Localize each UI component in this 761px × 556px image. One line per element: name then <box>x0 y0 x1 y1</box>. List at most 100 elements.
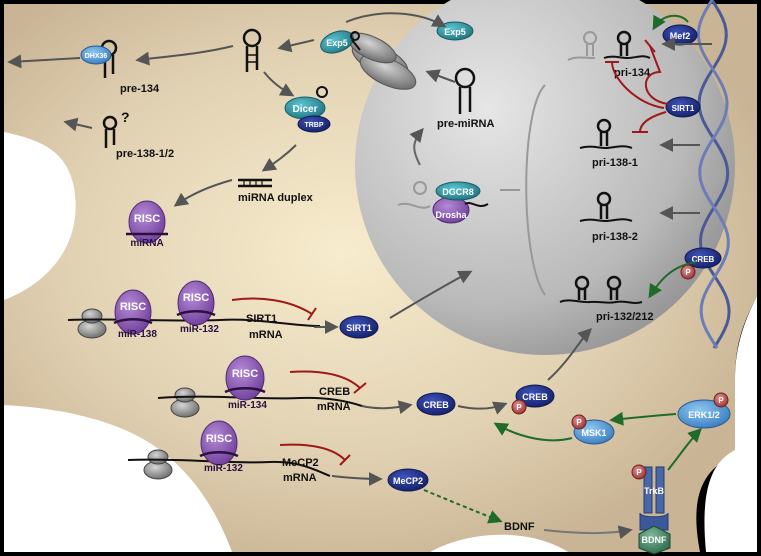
mecp2-protein-label: MeCP2 <box>393 476 423 486</box>
sirt1-mrna-strand <box>67 318 321 327</box>
exp5-export-complex: Exp5 <box>320 30 361 54</box>
mirna-duplex <box>238 178 272 188</box>
mef2-activates <box>652 14 689 31</box>
dhx36-protein: DHX36 <box>80 45 112 65</box>
mir-132-a-label: miR-132 <box>180 324 219 335</box>
sirt1-inhibits-pri138 <box>632 111 667 133</box>
ribosome-sirt1 <box>77 308 107 339</box>
pre-mirna-label: pre-miRNA <box>437 118 495 130</box>
trkb-receptor: TrkB P <box>631 464 669 531</box>
pri-138-1-label: pri-138-1 <box>592 157 638 169</box>
risc-mir138-label: RISC <box>120 301 146 313</box>
premirna-to-pore-arrow <box>425 69 456 83</box>
extracellular-bay-bottom-left <box>4 405 232 552</box>
extracellular-bay-left <box>4 132 76 300</box>
bdnf-secretion-arrow <box>543 525 633 540</box>
erk-p-label: P <box>718 396 724 405</box>
pre134-out-arrow <box>7 54 81 69</box>
sirt1-inhibits-pri134 <box>644 39 669 105</box>
dicer-to-duplex-arrow <box>261 144 297 172</box>
creb-translate-arrow <box>361 400 413 415</box>
nucleus <box>355 0 735 355</box>
mecp2-inhibition-bar <box>339 454 351 466</box>
dicer-label: Dicer <box>292 104 317 115</box>
mef2-protein: Mef2 <box>662 24 698 46</box>
risc-mir132-a: RISC <box>176 280 216 326</box>
pre138-out-arrow <box>63 117 93 132</box>
trkb-p-label: P <box>636 468 642 477</box>
mecp2-translate-arrow <box>331 471 383 486</box>
sirt1-protein: SIRT1 <box>339 315 379 339</box>
duplex-to-risc-arrow <box>173 179 233 207</box>
erk-to-msk1-arrow <box>609 411 677 426</box>
mecp2-to-bdnf-arrow <box>423 489 503 524</box>
erk-label: ERK1/2 <box>688 410 720 420</box>
pore-to-cyto-arrow <box>277 38 315 53</box>
creb-inhibition-bar <box>353 382 367 394</box>
sirt1-nuclear-protein: SIRT1 <box>665 96 701 118</box>
sirt1-mrna-word: mRNA <box>249 329 283 341</box>
microprocessor: Drosha DGCR8 <box>397 181 489 224</box>
pri-138-2-label: pri-138-2 <box>592 231 638 243</box>
mirna-duplex-label: miRNA duplex <box>238 192 314 204</box>
exp5-nuc-label: Exp5 <box>444 27 466 37</box>
premirna-to-pre134-arrow <box>135 45 234 66</box>
creb-to-nucleus-arrow <box>547 328 592 381</box>
cyto-to-dicer-arrow <box>263 71 295 97</box>
exp5-recycle-arrow <box>345 12 447 28</box>
pri-134-ghost <box>567 31 597 61</box>
ribosome-mecp2 <box>143 449 173 480</box>
creb-phospho-arrow <box>457 401 508 415</box>
risc-mirna-label: miRNA <box>130 238 163 249</box>
sirt1-mrna-label: SIRT1 <box>246 313 277 325</box>
creb-nuc-p-label: P <box>685 268 691 277</box>
exp5-cyto-label: Exp5 <box>326 38 348 48</box>
creb-protein: CREB <box>416 392 456 416</box>
risc-mir134-label: RISC <box>232 368 258 380</box>
mir-138-label: miR-138 <box>118 329 157 340</box>
pre-138-label: pre-138-1/2 <box>116 148 174 160</box>
mecp2-mrna-strand <box>127 458 331 477</box>
sirt1-inhibition-bar <box>307 307 317 321</box>
creb-mrna-label: CREB <box>319 386 350 398</box>
sirt1-nuc-label: SIRT1 <box>672 104 695 113</box>
mir-134-label: miR-134 <box>228 400 267 411</box>
risc-mir132b-label: RISC <box>206 433 232 445</box>
pre-134-label: pre-134 <box>120 83 160 95</box>
creb-nuc-label: CREB <box>692 255 715 264</box>
risc-mir132-b: RISC <box>199 420 239 466</box>
pri-134-label: pri-134 <box>614 67 651 79</box>
dna-helix <box>696 0 731 349</box>
question-mark: ? <box>121 109 130 125</box>
creb-p-phospho: P <box>516 403 522 412</box>
creb-protein-label: CREB <box>423 400 449 410</box>
mef2-label: Mef2 <box>670 31 691 41</box>
risc-mir132a-label: RISC <box>183 292 209 304</box>
creb-mrna-strand <box>157 395 363 407</box>
mir-132-b-label: miR-132 <box>204 463 243 474</box>
drosha-label: Drosha <box>435 210 467 220</box>
msk1-label: MSK1 <box>581 428 606 438</box>
risc-free: RISC miRNA <box>126 200 168 249</box>
creb-inhibition-arrow <box>289 370 361 389</box>
nuclear-pore <box>347 32 417 90</box>
msk1-p-label: P <box>576 418 582 427</box>
sirt1-inhibition-arrow <box>231 297 313 315</box>
mecp2-mrna-label: MeCP2 <box>282 457 319 469</box>
bdnf-bound: BDNF <box>638 525 671 555</box>
bdnf-label: BDNF <box>504 521 535 533</box>
pri-132-212-hairpins <box>559 275 643 304</box>
pri-138-1-hairpin <box>579 118 633 150</box>
pri-bracket <box>525 84 546 296</box>
dicer-complex: Dicer TRBP <box>284 86 331 133</box>
risc-mir138: RISC <box>113 289 153 335</box>
trbp-label: TRBP <box>304 122 323 129</box>
pri-132-212-label: pri-132/212 <box>596 311 653 323</box>
mecp2-inhibition-arrow <box>279 443 346 461</box>
cytoplasmic-pre-mirna <box>242 28 262 72</box>
dgcr8-label: DGCR8 <box>442 187 474 197</box>
risc-free-label: RISC <box>134 213 160 225</box>
creb-p-label: CREB <box>522 392 548 402</box>
